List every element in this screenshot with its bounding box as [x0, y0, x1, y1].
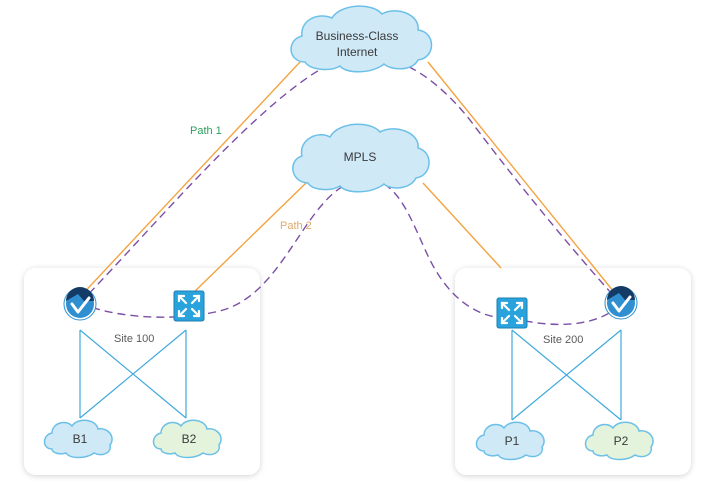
path-1-label: Path 1: [190, 125, 222, 137]
branch-b2-label: B2: [182, 432, 197, 446]
link-mpls-site200: [422, 182, 502, 269]
branch-cloud-p2: P2: [584, 421, 654, 461]
internet-cloud-label-line1: Business-Class: [316, 29, 399, 43]
router-icon: [173, 290, 205, 322]
branch-cloud-b2: B2: [152, 419, 222, 459]
lan-link: [79, 329, 187, 419]
vedge-router-icon: [604, 286, 638, 320]
site-100-label: Site 100: [114, 333, 154, 345]
internet-cloud-label-line2: Internet: [337, 45, 378, 59]
branch-b1-label: B1: [73, 432, 88, 446]
link-mpls-site100: [189, 182, 307, 297]
branch-p2-label: P2: [614, 434, 629, 448]
internet-cloud: Business-Class Internet: [290, 5, 433, 73]
branch-p1-label: P1: [505, 434, 520, 448]
site-200-label: Site 200: [543, 334, 583, 346]
router-icon: [496, 297, 528, 329]
lan-links: [79, 329, 622, 421]
mpls-cloud-label: MPLS: [344, 150, 377, 164]
branch-cloud-b1: B1: [43, 419, 113, 459]
transport-links: [76, 61, 619, 301]
branch-cloud-p1: P1: [475, 421, 545, 461]
path-2-label: Path 2: [280, 220, 312, 232]
mpls-cloud: MPLS: [292, 123, 430, 193]
link-internet-site100: [76, 61, 301, 301]
lan-link: [511, 329, 622, 421]
vedge-router-icon: [63, 287, 97, 321]
link-internet-site200: [427, 61, 619, 298]
